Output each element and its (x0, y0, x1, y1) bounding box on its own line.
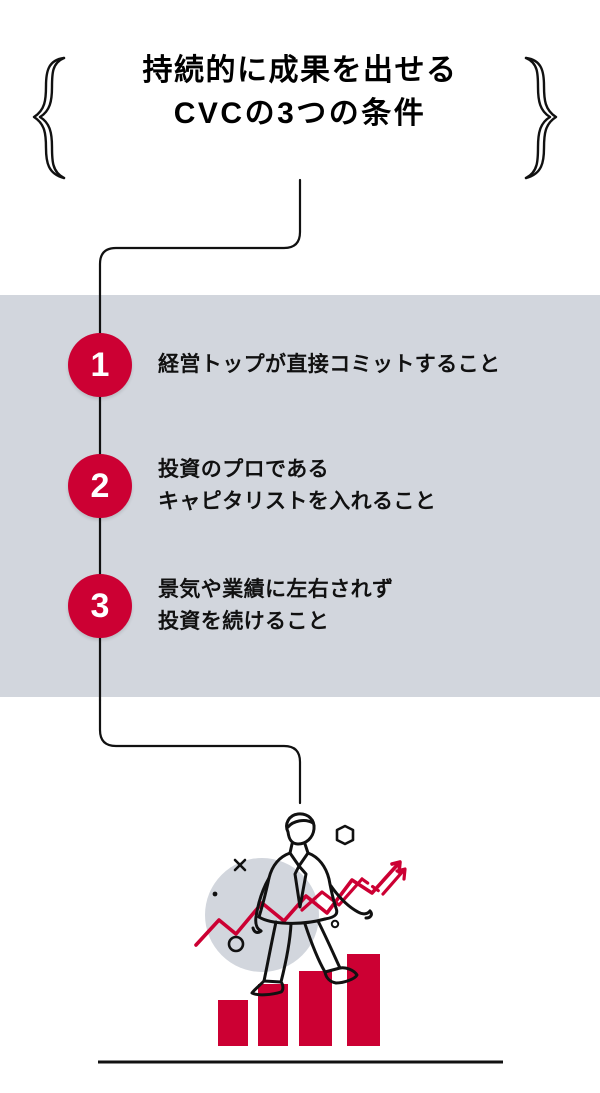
hexagon-outline-icon (335, 824, 355, 846)
list-item: 1 経営トップが直接コミットすること (0, 322, 600, 408)
condition-number-badge: 2 (68, 454, 132, 518)
condition-text: 経営トップが直接コミットすること (158, 349, 500, 381)
growth-arrow-lower (194, 860, 402, 947)
condition-number-badge: 1 (68, 333, 132, 397)
small-circle-icon (227, 935, 245, 953)
condition-text-line-2: 投資を続けること (158, 610, 330, 633)
decorative-marks (212, 824, 355, 953)
growth-arrow-upper (300, 867, 407, 912)
illustration-businessman-growth-chart (98, 812, 503, 1064)
gray-circle-decoration (205, 858, 319, 972)
left-curly-brace-icon (32, 56, 66, 180)
condition-text: 景気や業績に左右されず 投資を続けること (158, 574, 393, 638)
condition-text-line-1: 景気や業績に左右されず (158, 578, 394, 602)
condition-text: 投資のプロである キャピタリストを入れること (158, 454, 436, 518)
condition-number-badge: 3 (68, 574, 132, 638)
title-block: 持続的に成果を出せる CVCの3つの条件 (0, 28, 600, 180)
condition-text-line-1: 経営トップが直接コミットすること (158, 353, 501, 377)
title-line-1: 持続的に成果を出せる (142, 54, 458, 87)
title-line-2: CVCの3つの条件 (173, 96, 427, 130)
condition-text-line-2: キャピタリストを入れること (158, 490, 437, 513)
businessman-figure (250, 812, 373, 997)
list-item: 3 景気や業績に左右されず 投資を続けること (0, 563, 600, 649)
condition-text-line-1: 投資のプロである (158, 458, 329, 482)
bar-3 (299, 971, 332, 1046)
dot-decoration (212, 891, 218, 897)
bar-4 (347, 954, 380, 1046)
page-title: 持続的に成果を出せる CVCの3つの条件 (90, 50, 510, 135)
x-mark-icon (233, 858, 247, 872)
list-item: 2 投資のプロである キャピタリストを入れること (0, 443, 600, 529)
right-curly-brace-icon (524, 56, 558, 180)
bar-1 (218, 1000, 248, 1046)
tiny-circle-icon (330, 919, 340, 929)
